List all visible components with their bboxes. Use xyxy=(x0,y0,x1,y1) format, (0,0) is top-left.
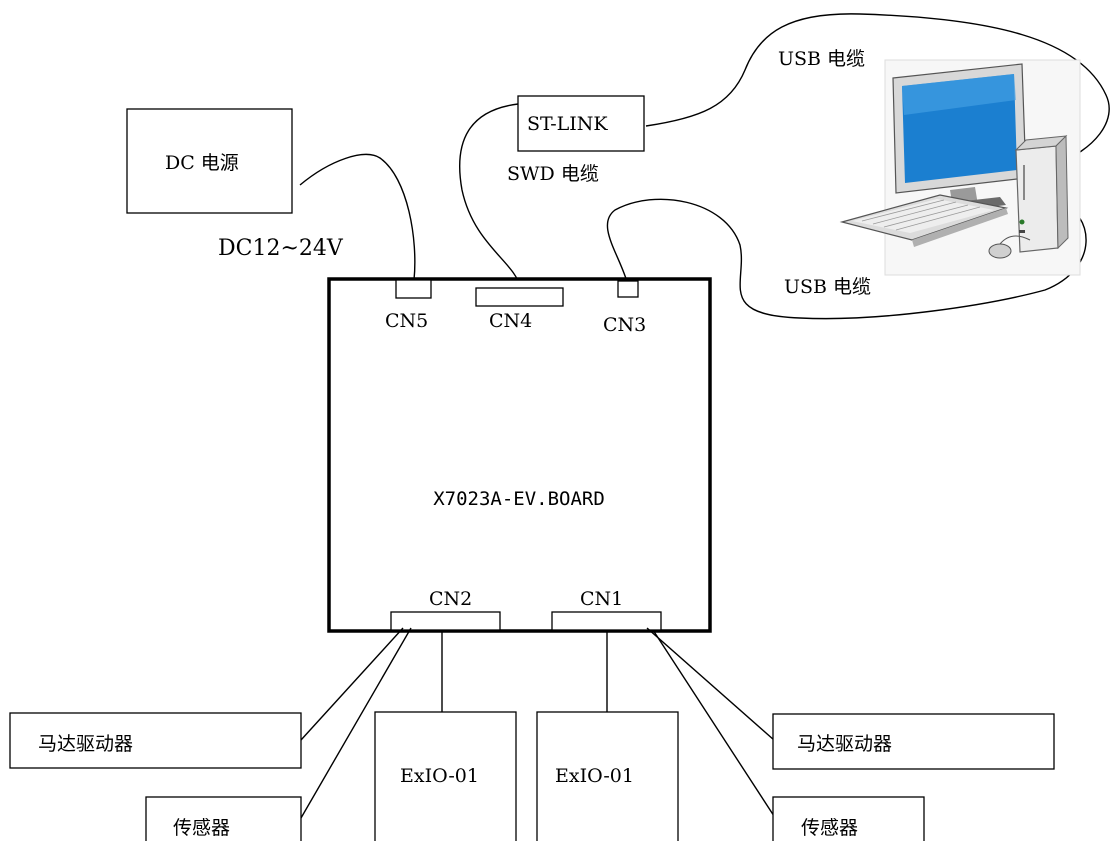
swd-cable-label: SWD 电缆 xyxy=(507,163,599,185)
desktop-computer-icon xyxy=(842,60,1080,275)
dc-power-label: DC 电源 xyxy=(165,152,239,174)
cn3-connector xyxy=(618,281,638,297)
cn2-label: CN2 xyxy=(429,588,472,610)
exio-right-label: ExIO-01 xyxy=(555,765,634,787)
dc-power-cable xyxy=(300,154,415,280)
motor-driver-left-label: 马达驱动器 xyxy=(38,733,133,755)
cn5-connector xyxy=(396,280,431,298)
motor-driver-right-label: 马达驱动器 xyxy=(797,733,892,755)
exio-left-label: ExIO-01 xyxy=(400,765,479,787)
board-title: X7023A-EV.BOARD xyxy=(433,488,605,510)
cn1-label: CN1 xyxy=(580,588,623,610)
sensor-left-label: 传感器 xyxy=(173,817,230,839)
cn4-connector xyxy=(476,288,563,306)
usb-cable-top-label: USB 电缆 xyxy=(778,48,865,70)
st-link-label: ST-LINK xyxy=(527,113,608,135)
usb-cable-bottom-label: USB 电缆 xyxy=(784,276,871,298)
cn2-connector xyxy=(391,612,500,630)
cn5-label: CN5 xyxy=(385,310,428,332)
cn3-label: CN3 xyxy=(603,314,646,336)
swd-cable xyxy=(460,104,520,287)
sensor-right-label: 传感器 xyxy=(801,817,858,839)
cn4-label: CN4 xyxy=(489,310,532,332)
dc-voltage-label: DC12~24V xyxy=(218,236,344,261)
cn1-connector xyxy=(552,612,661,630)
